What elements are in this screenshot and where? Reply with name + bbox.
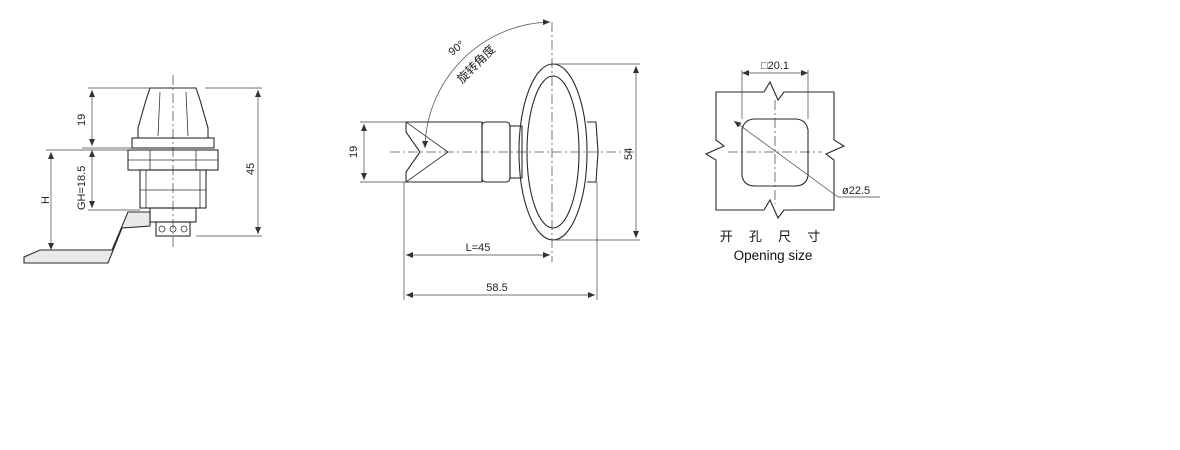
side-view: 19 GH=18.5 H 45 xyxy=(23,75,262,264)
dim-label-diameter: ø22.5 xyxy=(842,185,870,197)
opening-caption-cn: 开 孔 尺 寸 xyxy=(720,230,826,245)
opening-hole xyxy=(741,118,809,187)
panel-plate xyxy=(704,80,846,220)
lock-flange xyxy=(131,137,215,149)
rotation-arc xyxy=(422,19,551,149)
lock-bolt xyxy=(155,221,191,237)
dim-label-54: 54 xyxy=(623,148,635,160)
key-view: 90° 旋转角度 19 L=45 58.5 54 xyxy=(348,19,640,300)
dim-label-h: H xyxy=(40,196,52,204)
dim-label-square: □20.1 xyxy=(761,60,789,72)
lock-cam-arm xyxy=(23,211,151,264)
opening-view: □20.1 ø22.5 开 孔 尺 寸 Opening size xyxy=(704,60,880,263)
key-handle-outer xyxy=(518,63,588,241)
dim-label-19-side: 19 xyxy=(76,114,88,126)
dim-label-45: 45 xyxy=(245,163,257,175)
dim-label-l45: L=45 xyxy=(466,242,491,254)
dim-label-19-key: 19 xyxy=(348,146,360,158)
rotation-angle-label: 90° xyxy=(446,39,467,59)
dim-label-58-5: 58.5 xyxy=(486,282,507,294)
dim-label-gh: GH=18.5 xyxy=(76,166,88,210)
key-handle-back xyxy=(587,121,599,183)
key-handle-inner xyxy=(526,75,580,229)
opening-caption-en: Opening size xyxy=(734,248,813,263)
dim-line-diameter xyxy=(733,120,839,198)
